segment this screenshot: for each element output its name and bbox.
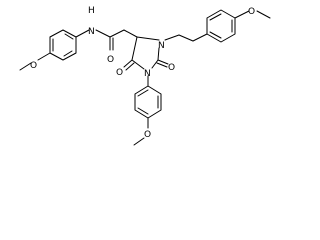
bond-ring-to-nh [75,29,90,38]
bond-ch2-to-right-ring [192,33,208,42]
bond-ome-right-methyl [256,10,271,19]
bottom-ring-outline [134,85,162,119]
left-methoxyphenyl-ring [19,29,90,71]
bond-c5-n3 [136,36,160,41]
structure-diagram: H N O N N O O O O O [19,6,271,146]
bond-ch2-to-c5 [123,29,138,38]
bond-n3-ch2 [164,34,180,41]
bond-c2-o-double [156,62,168,68]
bond-ome-bottom-methyl [133,137,145,146]
bottom-ring-double-3 [137,107,149,115]
bond-c2-n1 [151,59,159,69]
bond-n1-c4 [131,59,145,70]
bond-c2-o [157,59,169,65]
left-ring-outline [49,29,77,61]
right-ring-outline [206,9,236,43]
right-ring-double-3 [209,31,222,39]
atom-n3-ring: N [158,41,165,51]
bond-n3-c2 [157,47,160,61]
ethyl-linker [164,33,208,42]
atom-n1-ring: N [144,69,151,79]
left-ring-double-2 [63,50,73,57]
molecule-drawing: H N O N N O O O O O [19,6,271,146]
bottom-ring-double-1 [137,89,149,97]
bond-ring-to-ome-right [234,10,250,19]
atom-o-methoxy-right: O [248,7,255,17]
right-ring-double-1 [209,13,222,21]
atom-o-c2: O [168,63,175,73]
bond-ome-left-methyl [19,62,32,71]
imidazolidinedione-ring [123,36,169,71]
bond-c4-o-double [125,62,135,71]
bottom-methoxyphenyl-ring [133,75,162,146]
atom-o-amide: O [107,55,114,65]
atom-h-amide: H [88,6,95,16]
left-ring-double-1 [64,33,74,40]
atom-o-methoxy-left: O [30,61,37,71]
bond-nh-to-carbonyl [95,29,111,38]
right-methoxyphenyl-ring [206,9,271,43]
acetamide-chain [95,29,138,51]
bond-carbonyl-to-ch2 [109,29,125,38]
atom-o-methoxy-bottom: O [144,130,151,140]
bond-c4-c5 [131,36,138,61]
atom-n-amide: N [88,27,95,37]
bond-c4-o [123,59,133,68]
bond-ch2-ch2 [178,34,194,42]
bond-ring-to-ome-left [37,52,51,61]
atom-o-c4: O [116,68,123,78]
